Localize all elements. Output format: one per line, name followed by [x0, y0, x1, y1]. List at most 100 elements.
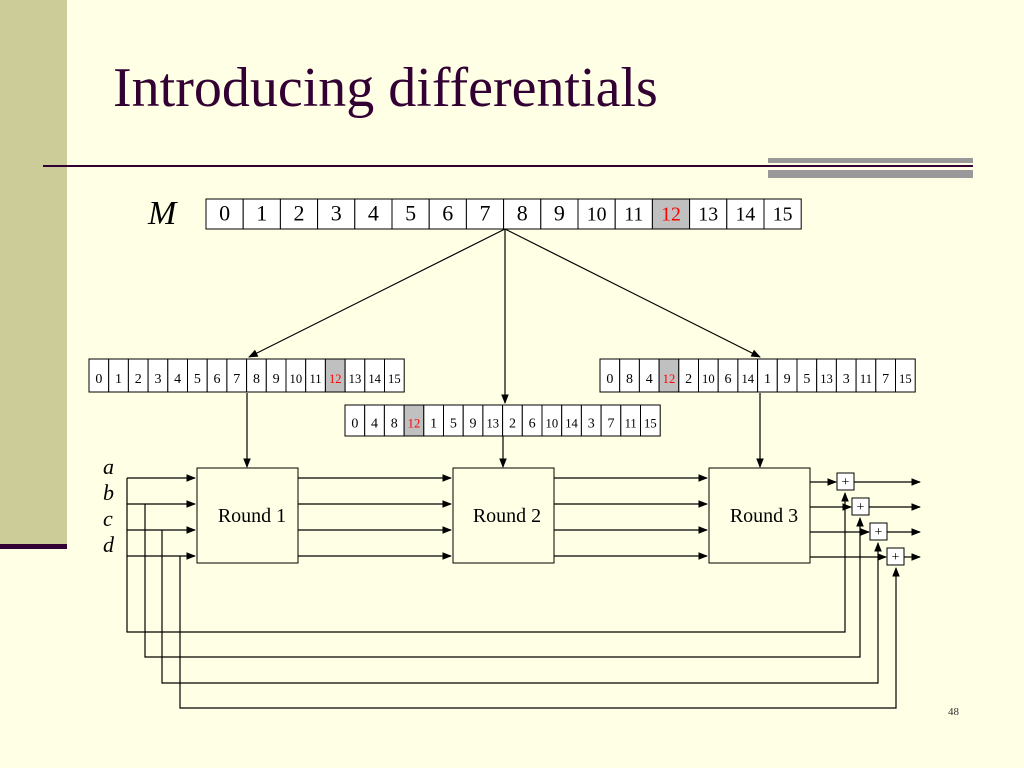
inter-round-arrows — [298, 474, 708, 560]
message-word-2: 2 — [294, 201, 305, 226]
schedule2-word-13: 7 — [607, 416, 614, 431]
feedforward-lines — [126, 478, 900, 709]
schedule1-cell-15: 15 — [384, 358, 405, 393]
schedule1-cell-13: 13 — [344, 358, 366, 393]
schedule2-cell-13: 7 — [600, 404, 622, 437]
schedule2-cell-11: 14 — [561, 404, 582, 437]
message-word-15: 15 — [773, 204, 793, 226]
schedule3-cell-11: 13 — [816, 358, 837, 393]
message-cell-3: 3 — [317, 198, 356, 230]
schedule3-word-0: 0 — [606, 372, 613, 387]
register-b: b — [103, 480, 114, 505]
message-word-11: 11 — [624, 204, 643, 226]
schedule1-word-0: 0 — [95, 372, 102, 387]
message-cell-12: 12 — [651, 198, 691, 230]
schedule2-word-1: 4 — [371, 416, 378, 431]
schedule1-cell-10: 10 — [285, 358, 307, 393]
slide-number: 48 — [948, 706, 959, 718]
schedule1-word-4: 4 — [174, 372, 181, 387]
schedule2-word-5: 5 — [450, 416, 457, 431]
message-cell-0: 0 — [205, 198, 244, 230]
message-cell-2: 2 — [279, 198, 319, 230]
schedule3-cell-2: 4 — [638, 358, 660, 393]
adder-d: + — [886, 547, 905, 566]
schedule1-cell-6: 6 — [206, 358, 228, 393]
message-cell-8: 8 — [503, 198, 542, 230]
adder-d-symbol: + — [892, 550, 900, 565]
register-a: a — [103, 454, 114, 479]
schedule3-word-2: 4 — [646, 372, 653, 387]
arrow-to-schedule-3 — [504, 228, 761, 358]
schedule3-word-9: 9 — [784, 372, 791, 387]
adder-c-symbol: + — [875, 525, 883, 540]
schedule3-word-14: 7 — [882, 372, 889, 387]
schedule2-word-7: 13 — [486, 416, 499, 430]
schedule2-cell-2: 8 — [383, 404, 405, 437]
left-decor-bar — [0, 544, 67, 549]
message-cell-15: 15 — [763, 198, 802, 230]
schedule3-cell-7: 14 — [737, 358, 759, 393]
message-cell-5: 5 — [391, 198, 430, 230]
schedule3-word-15: 15 — [899, 372, 912, 386]
schedule2-word-0: 0 — [351, 416, 358, 431]
schedule2-cell-10: 10 — [541, 404, 563, 437]
schedule2-word-14: 11 — [625, 416, 637, 430]
schedule3-word-10: 5 — [803, 372, 810, 387]
schedule1-word-9: 9 — [273, 372, 280, 387]
schedule3-word-8: 1 — [764, 372, 771, 387]
schedule3-cell-1: 8 — [619, 358, 640, 393]
message-word-0: 0 — [219, 201, 230, 226]
schedule3-word-11: 13 — [820, 372, 833, 386]
message-cell-14: 14 — [726, 198, 765, 230]
schedule3-cell-13: 11 — [855, 358, 877, 393]
message-cell-7: 7 — [465, 198, 505, 230]
schedule2-word-15: 15 — [644, 416, 657, 430]
schedule1-word-2: 2 — [135, 372, 142, 387]
schedule3-cell-3: 12 — [658, 358, 680, 393]
schedule3-word-7: 14 — [741, 372, 754, 386]
schedule3-word-5: 10 — [702, 372, 715, 386]
schedule2-word-6: 9 — [470, 416, 477, 431]
schedule3-cell-14: 7 — [875, 358, 896, 393]
schedule2-word-10: 10 — [546, 416, 559, 430]
schedule1-cell-8: 8 — [246, 358, 267, 393]
schedule3-word-12: 3 — [843, 372, 850, 387]
schedule3-cell-15: 15 — [895, 358, 916, 393]
message-fanout-arrows — [243, 228, 764, 468]
schedule3-word-4: 2 — [685, 372, 692, 387]
schedule2-cell-3: 12 — [403, 404, 425, 437]
schedule3-word-3: 12 — [663, 372, 676, 386]
message-word-10: 10 — [587, 204, 607, 226]
schedule3-word-6: 6 — [725, 372, 732, 387]
message-word-14: 14 — [736, 204, 756, 226]
message-word-9: 9 — [554, 201, 565, 226]
schedule1-word-1: 1 — [115, 372, 122, 387]
schedule1-cell-3: 3 — [147, 358, 169, 393]
schedule1-word-13: 13 — [349, 372, 362, 386]
schedule2-word-9: 6 — [529, 416, 536, 431]
adder-b: + — [851, 497, 870, 516]
schedule3-cell-9: 9 — [776, 358, 798, 393]
message-cell-6: 6 — [428, 198, 467, 230]
schedule2-cell-1: 4 — [364, 404, 385, 437]
schedule1-cell-5: 5 — [187, 358, 208, 393]
adder-a: + — [836, 472, 855, 491]
schedule3-cell-12: 3 — [835, 358, 857, 393]
round-1-box: Round 1 — [196, 467, 299, 564]
schedule2-word-8: 2 — [509, 416, 516, 431]
schedule3-word-13: 11 — [860, 372, 872, 386]
schedule2-cell-12: 3 — [580, 404, 602, 437]
round-1-label: Round 1 — [218, 505, 286, 527]
schedule2-cell-4: 1 — [423, 404, 444, 437]
schedule1-cell-12: 12 — [324, 358, 346, 393]
adder-a-symbol: + — [842, 475, 850, 490]
schedule3-cell-4: 2 — [678, 358, 699, 393]
adder-boxes: + + + + — [836, 472, 905, 566]
schedule1-cell-4: 4 — [167, 358, 189, 393]
schedule2-word-2: 8 — [391, 416, 398, 431]
schedule1-word-14: 14 — [368, 372, 381, 386]
register-d: d — [103, 532, 115, 557]
message-cell-13: 13 — [689, 198, 728, 230]
